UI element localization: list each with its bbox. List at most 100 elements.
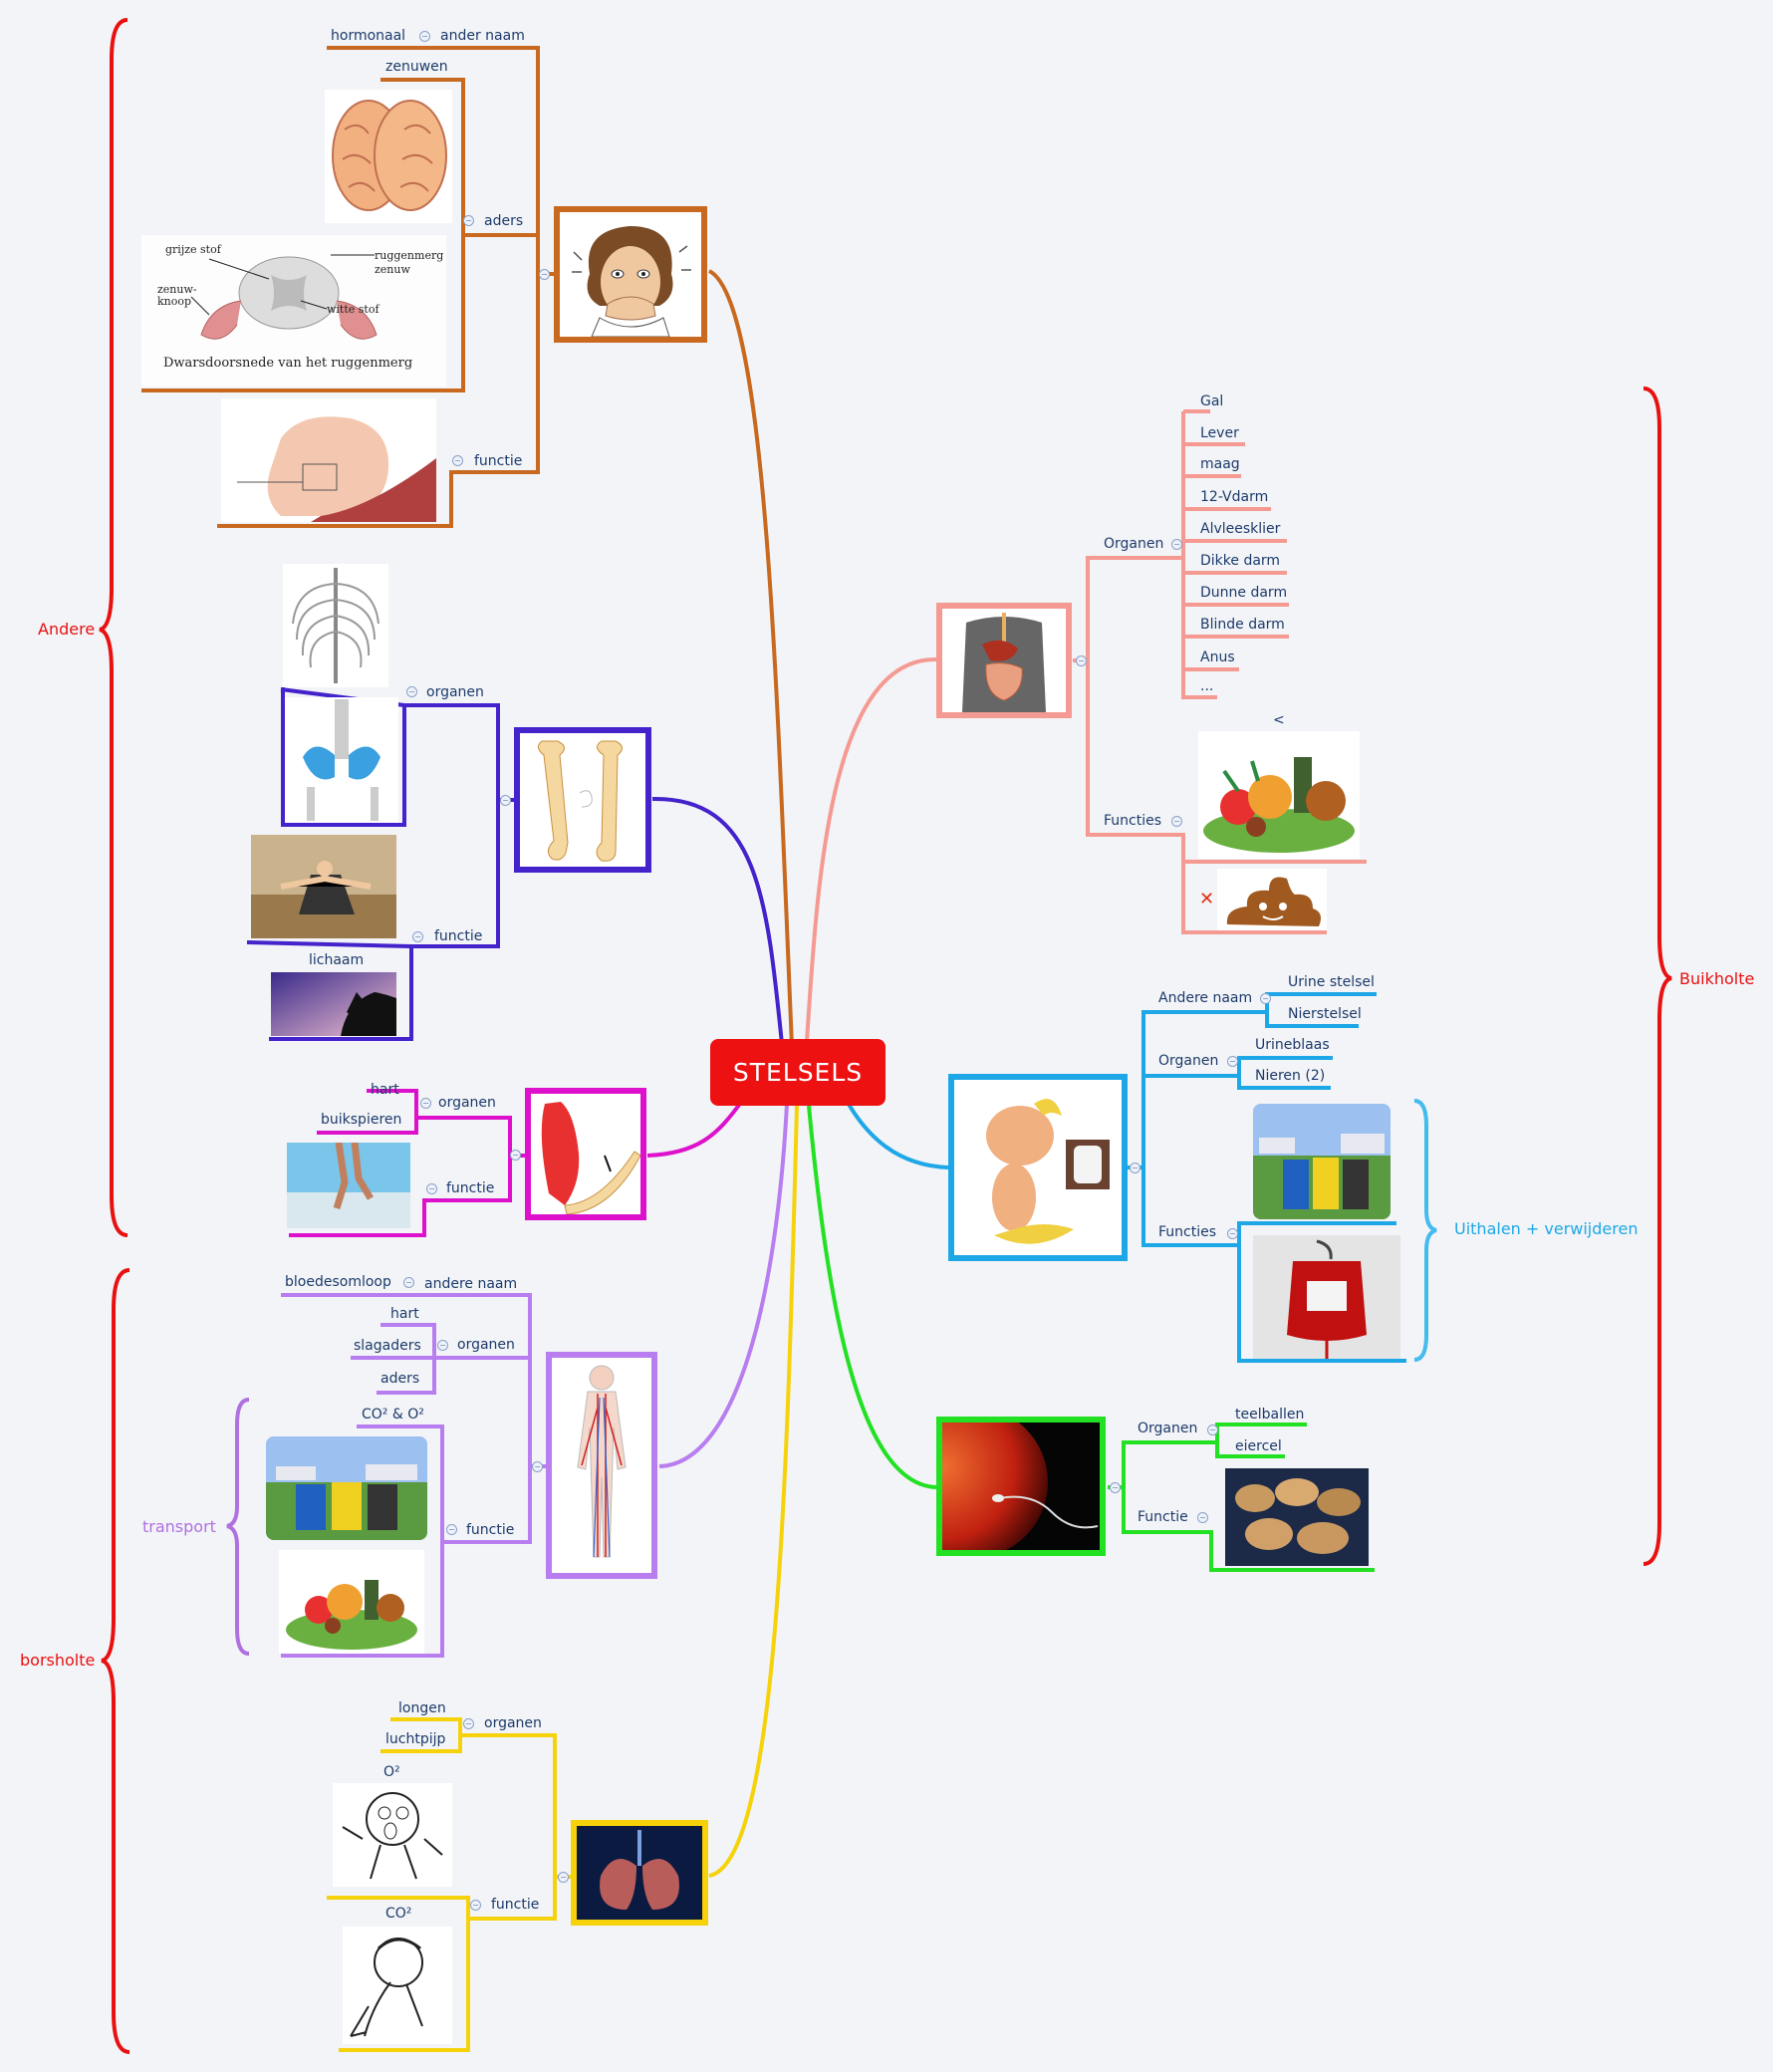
wheelie-bins-icon-large: [1253, 1104, 1391, 1219]
collapse-toggle-zenuw[interactable]: −: [539, 269, 550, 280]
collapse-toggle-andere-naam-uit[interactable]: −: [1260, 993, 1271, 1004]
label-organen-bloed: organen: [457, 1337, 515, 1353]
topic-uitscheiding[interactable]: [948, 1074, 1128, 1261]
wheelie-bins-image-transport: [266, 1436, 427, 1540]
collapse-toggle-functies-spijs[interactable]: −: [1171, 816, 1182, 827]
label-functie-spier: functie: [446, 1180, 495, 1196]
label-organen-adem: organen: [484, 1715, 542, 1731]
collapse-toggle-skelet[interactable]: −: [500, 795, 511, 806]
collapse-toggle-adem[interactable]: −: [558, 1872, 569, 1883]
label-organen-spier: organen: [438, 1095, 496, 1111]
label-urine-stelsel: Urine stelsel: [1288, 974, 1375, 990]
cross-icon: ✕: [1199, 889, 1215, 909]
collapse-toggle-organen-skelet[interactable]: −: [406, 686, 417, 697]
label-ruggenmerg: ruggenmerg: [375, 249, 443, 262]
collapse-toggle-organen-voort[interactable]: −: [1207, 1424, 1218, 1435]
collapse-toggle-organen-spier[interactable]: −: [420, 1098, 431, 1109]
topic-ademhaling[interactable]: [571, 1820, 708, 1926]
collapse-toggle-voortplanting[interactable]: −: [1110, 1482, 1121, 1493]
uitscheiding-subbranches: [1128, 992, 1406, 1363]
collapse-toggle-bloed[interactable]: −: [532, 1461, 543, 1472]
group-brace-borsholte: [101, 1268, 130, 2054]
label-organen-voort: Organen: [1138, 1421, 1198, 1436]
label-luchtpijp: luchtpijp: [385, 1731, 446, 1747]
collapse-toggle-functie-bloed[interactable]: −: [446, 1524, 457, 1535]
label-andere-naam-bloed: andere naam: [424, 1276, 518, 1292]
central-topic-label: STELSELS: [732, 1058, 864, 1087]
branch-spijsvertering: [805, 656, 937, 1042]
spinal-cord-crosssection-image: grijze stof ruggenmerg zenuw zenuw- knoo…: [141, 235, 446, 387]
label-eiercel: eiercel: [1235, 1438, 1282, 1454]
group-brace-uithalen: [1413, 1099, 1437, 1362]
collapse-toggle-functie-spier[interactable]: −: [426, 1183, 437, 1194]
topic-skelet[interactable]: [514, 727, 651, 873]
collapse-toggle-organen-uit[interactable]: −: [1227, 1056, 1238, 1067]
collapse-toggle-spieren[interactable]: −: [510, 1150, 521, 1161]
collapse-toggle-organen-adem[interactable]: −: [463, 1718, 474, 1729]
label-organen-skelet: organen: [426, 684, 484, 700]
collapse-toggle-functie-voort[interactable]: −: [1197, 1512, 1208, 1523]
collapse-toggle-functie-adem[interactable]: −: [470, 1900, 481, 1911]
topic-spijsvertering[interactable]: [936, 603, 1072, 718]
ribcage-icon: [292, 568, 380, 683]
topic-zenuwstelsel[interactable]: [554, 206, 707, 343]
label-zenuw: zenuw: [375, 263, 410, 276]
collapse-toggle-functie-zenuw[interactable]: −: [452, 455, 463, 466]
label-o2: O²: [383, 1764, 400, 1780]
exhale-cartoon-icon: [350, 1938, 423, 2037]
organ-item-5: Alvleesklier: [1200, 521, 1281, 537]
collapse-toggle-organen-spijs[interactable]: −: [1171, 539, 1182, 550]
collapse-toggle-uitscheiding[interactable]: −: [1130, 1163, 1140, 1173]
spijs-subbranches: [1073, 409, 1367, 934]
group-brace-buikholte: [1643, 387, 1672, 1566]
poop-image: [1217, 869, 1327, 930]
group-label-transport: transport: [142, 1517, 216, 1536]
label-urineblaas: Urineblaas: [1255, 1037, 1330, 1053]
organ-item-1: Gal: [1200, 393, 1224, 409]
blood-bag-image: [1253, 1235, 1400, 1359]
group-label-andere: Andere: [38, 620, 96, 639]
collapse-toggle-spijs[interactable]: −: [1076, 655, 1087, 666]
circulatory-body-icon: [552, 1358, 651, 1573]
gymnast-image: [251, 835, 396, 938]
group-label-uithalen-verwijderen: Uithalen + verwijderen: [1454, 1219, 1639, 1238]
label-less-than: <: [1273, 712, 1285, 728]
label-zenuwen: zenuwen: [385, 59, 448, 75]
wheelie-bins-image: [1253, 1104, 1391, 1219]
central-topic-stelsels[interactable]: STELSELS: [710, 1039, 886, 1106]
collapse-toggle-functies-uit[interactable]: −: [1227, 1228, 1238, 1239]
label-functie-voort: Functie: [1138, 1509, 1188, 1525]
label-ander-naam: ander naam: [440, 28, 525, 44]
label-dwarsdoorsnede: Dwarsdoorsnede van het ruggenmerg: [163, 356, 412, 371]
organ-item-6: Dikke darm: [1200, 553, 1281, 569]
label-functies-spijs: Functies: [1104, 813, 1162, 829]
group-brace-transport: [226, 1398, 250, 1656]
food-pile-image-transport: [279, 1550, 424, 1654]
branch-voortplanting: [807, 1105, 937, 1489]
label-functie-bloed: functie: [466, 1522, 515, 1538]
label-functie-skelet: functie: [434, 928, 483, 944]
collapse-toggle-aders[interactable]: −: [463, 215, 474, 226]
organ-item-2: Lever: [1200, 425, 1239, 441]
collapse-toggle-andere-naam-bloed[interactable]: −: [403, 1277, 414, 1288]
organ-item-3: maag: [1200, 456, 1240, 472]
climber-icon: [271, 972, 396, 1036]
brain-image: [325, 90, 452, 223]
label-functies-uit: Functies: [1158, 1224, 1217, 1240]
group-label-borsholte: borsholte: [20, 1651, 96, 1670]
food-pile-icon: [286, 1580, 417, 1650]
voortplanting-subbranches: [1108, 1423, 1375, 1572]
collapse-toggle-ander-naam[interactable]: −: [419, 31, 430, 42]
inhale-cartoon-icon: [342, 1792, 443, 1880]
collapse-toggle-functie-skelet[interactable]: −: [412, 931, 423, 942]
topic-voortplanting[interactable]: [936, 1417, 1106, 1556]
collapse-toggle-organen-bloed[interactable]: −: [437, 1340, 448, 1351]
branch-spieren: [646, 1099, 744, 1158]
label-slagaders: slagaders: [354, 1338, 421, 1354]
arm-muscle-icon: [531, 1094, 640, 1214]
wheelie-bins-icon: [266, 1436, 427, 1540]
topic-bloedsomloop[interactable]: [546, 1352, 657, 1579]
head-profile-icon: [237, 416, 436, 522]
topic-spieren[interactable]: [525, 1088, 646, 1220]
label-nieren: Nieren (2): [1255, 1068, 1326, 1084]
